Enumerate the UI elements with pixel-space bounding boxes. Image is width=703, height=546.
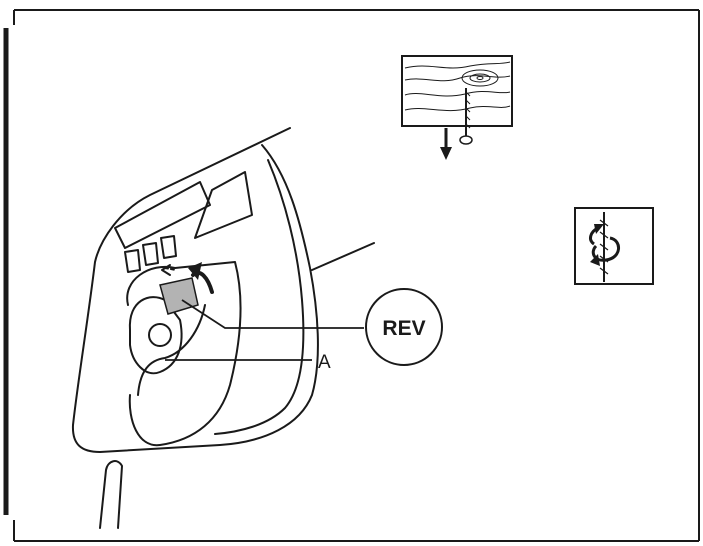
grip-window (126, 261, 242, 447)
grip-inner-contour (137, 304, 206, 396)
top-panel (114, 181, 211, 249)
vent-slot-1 (124, 249, 141, 273)
top-panel-window (194, 171, 253, 239)
drill-illustration (71, 127, 375, 529)
vent-slot-3 (160, 235, 177, 259)
rev-leader-line (181, 299, 364, 329)
rev-callout-circle (365, 288, 443, 366)
trigger (128, 296, 183, 375)
drill-housing-rim (214, 159, 305, 435)
page-frame (13, 9, 700, 542)
motor-body-line (311, 242, 375, 271)
vent-slot-2 (142, 242, 159, 266)
switch-direction-marks (161, 264, 177, 276)
power-cord (99, 460, 123, 529)
part-a-label: A (318, 352, 331, 373)
lock-button (148, 323, 172, 347)
rev-label: REV (382, 317, 425, 340)
counterclockwise-rotation-icon (574, 207, 654, 285)
leader-lines (165, 299, 364, 361)
reverse-switch (159, 277, 199, 315)
wood-screw-withdrawal-icon (401, 55, 513, 160)
switch-rotation-arrow (188, 262, 214, 294)
drill-housing-outline (71, 127, 319, 453)
